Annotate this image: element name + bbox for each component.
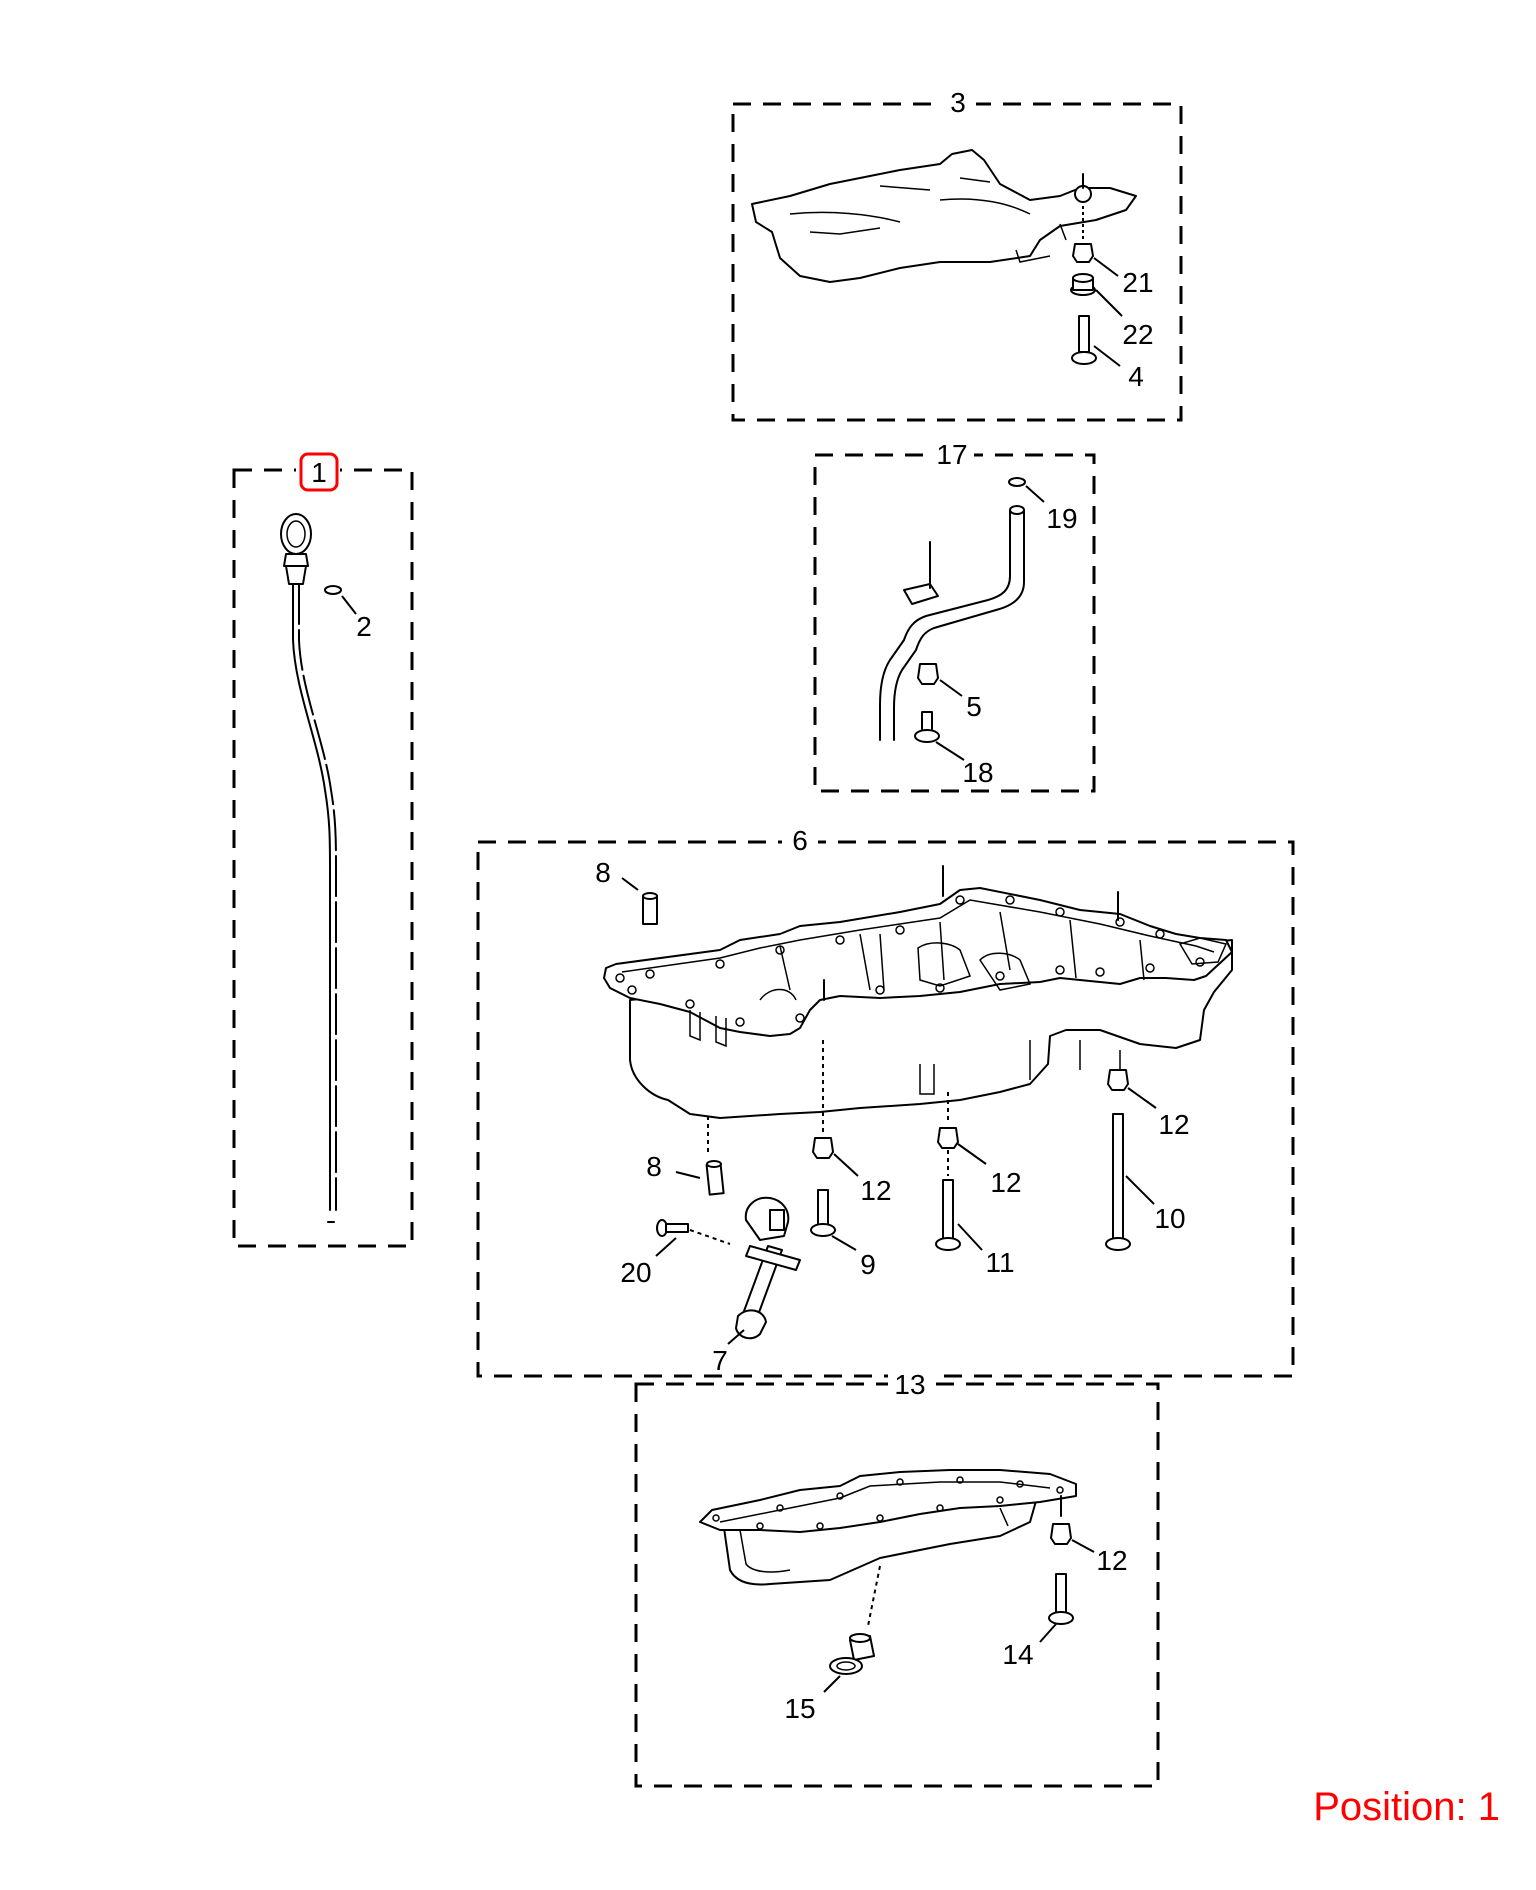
part-12-nut-d[interactable] xyxy=(1050,1523,1072,1545)
position-label: Position: 1 xyxy=(1313,1785,1500,1829)
lower-oil-pan-part[interactable] xyxy=(699,1469,1077,1627)
callout-12-a[interactable]: 12 xyxy=(860,1175,891,1206)
group-13-lower-pan[interactable]: 13 12 14 xyxy=(634,1369,1160,1788)
callout-9[interactable]: 9 xyxy=(860,1249,876,1280)
callout-4[interactable]: 4 xyxy=(1128,361,1144,392)
highlight-frame xyxy=(299,452,339,492)
dipstick-part[interactable] xyxy=(280,513,337,1223)
callout-22[interactable]: 22 xyxy=(1122,319,1153,350)
callout-8-lower[interactable]: 8 xyxy=(646,1151,662,1182)
group-17-pipe[interactable]: 17 19 5 18 xyxy=(813,439,1096,793)
callout-19[interactable]: 19 xyxy=(1046,503,1077,534)
callout-12-c[interactable]: 12 xyxy=(1158,1109,1189,1140)
callout-5[interactable]: 5 xyxy=(966,691,982,722)
upper-oil-pan-part[interactable] xyxy=(603,865,1233,1119)
part-18-bolt[interactable] xyxy=(914,711,940,743)
part-7-oil-level-sensor[interactable] xyxy=(735,1196,801,1340)
callout-10[interactable]: 10 xyxy=(1154,1203,1185,1234)
part-12-nut-b[interactable] xyxy=(937,1127,959,1149)
heat-shield-part[interactable] xyxy=(751,149,1137,283)
group-1-dipstick[interactable]: 1 2 xyxy=(232,452,414,1248)
part-5-nut[interactable] xyxy=(917,663,939,685)
part-9-bolt[interactable] xyxy=(810,1189,836,1237)
part-10-bolt[interactable] xyxy=(1105,1113,1131,1251)
callout-2[interactable]: 2 xyxy=(356,611,372,642)
part-8-dowel-upper[interactable] xyxy=(642,892,658,925)
part-11-bolt[interactable] xyxy=(935,1179,961,1251)
part-21-nut[interactable] xyxy=(1072,243,1094,263)
part-4-bolt[interactable] xyxy=(1071,315,1097,365)
group-13-box xyxy=(634,1382,1160,1788)
part-2-seal[interactable] xyxy=(324,585,342,595)
group-1-box xyxy=(232,468,414,1248)
oil-pipe-part[interactable] xyxy=(879,505,1025,741)
callout-7[interactable]: 7 xyxy=(712,1345,728,1376)
callout-18[interactable]: 18 xyxy=(962,757,993,788)
group-6-upper-pan[interactable]: 6 xyxy=(476,825,1295,1378)
group-3-heat-shield[interactable]: 3 21 22 4 xyxy=(731,87,1183,422)
part-12-nut-a[interactable] xyxy=(812,1137,834,1159)
callout-6[interactable]: 6 xyxy=(792,825,808,856)
part-22-spacer[interactable] xyxy=(1070,273,1096,296)
part-20-bolt[interactable] xyxy=(656,1219,731,1245)
callout-17[interactable]: 17 xyxy=(936,439,967,470)
callout-12-b[interactable]: 12 xyxy=(990,1167,1021,1198)
part-19-o-ring[interactable] xyxy=(1008,477,1026,487)
part-8-dowel-lower[interactable] xyxy=(705,1160,725,1196)
callout-3[interactable]: 3 xyxy=(950,87,966,118)
callout-12-d[interactable]: 12 xyxy=(1096,1545,1127,1576)
callout-15[interactable]: 15 xyxy=(784,1693,815,1724)
group-17-box xyxy=(813,453,1096,793)
callout-21[interactable]: 21 xyxy=(1122,267,1153,298)
part-12-nut-c[interactable] xyxy=(1107,1069,1129,1091)
group-6-box xyxy=(476,840,1295,1378)
part-15-drain-plug[interactable] xyxy=(829,1633,875,1675)
callout-1[interactable]: 1 xyxy=(311,457,327,488)
callout-14[interactable]: 14 xyxy=(1002,1639,1033,1670)
part-14-bolt[interactable] xyxy=(1048,1573,1074,1625)
callout-13[interactable]: 13 xyxy=(894,1369,925,1400)
callout-11[interactable]: 11 xyxy=(985,1247,1014,1278)
callout-20[interactable]: 20 xyxy=(620,1257,651,1288)
callout-8-upper[interactable]: 8 xyxy=(595,857,611,888)
